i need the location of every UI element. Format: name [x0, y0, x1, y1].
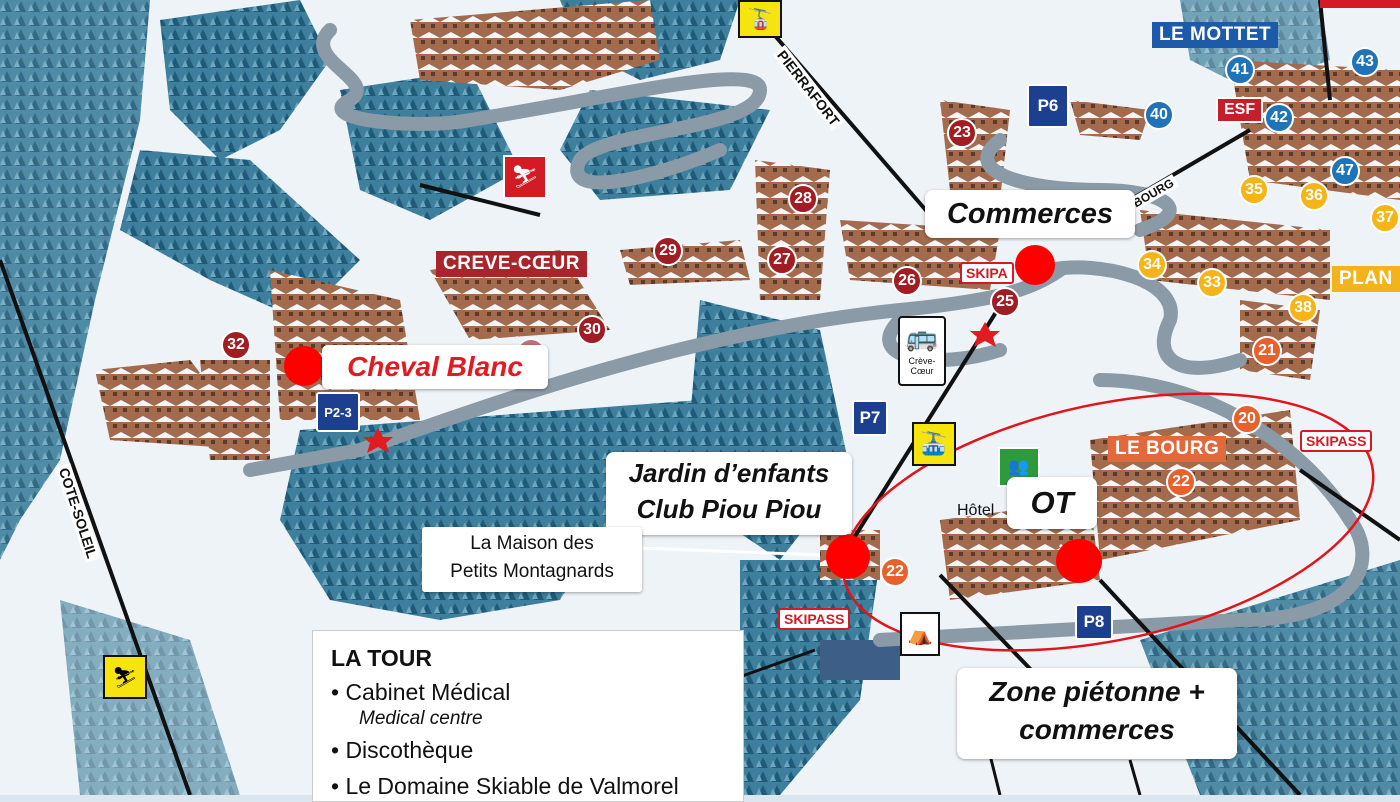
bus-stop[interactable]: 🚌 Crève-Cœur — [898, 316, 946, 386]
legend-item-domaine: • Le Domaine Skiable de Valmorel — [331, 773, 679, 799]
la-tour-legend: LA TOUR • Cabinet Médical Medical centre… — [312, 630, 744, 802]
residence-marker[interactable]: 40 — [1144, 100, 1174, 130]
legend-item-disco: • Discothèque — [331, 737, 474, 763]
sector-creve-coeur[interactable]: CREVE-CŒUR — [436, 251, 587, 277]
skipass-sign-right[interactable]: SKIPASS — [1300, 430, 1373, 452]
callout-jardin[interactable]: Jardin d’enfants Club Piou Piou — [606, 452, 852, 535]
sector-le-bourg[interactable]: LE BOURG — [1108, 436, 1227, 462]
chairlift-icon[interactable]: 🚡 — [738, 0, 782, 38]
location-dot-ot[interactable] — [1056, 539, 1102, 583]
skilift-icon[interactable]: ⛷ — [103, 655, 147, 699]
residence-marker[interactable]: 42 — [1264, 103, 1294, 133]
sector-le-mottet[interactable]: LE MOTTET — [1152, 22, 1279, 48]
residence-marker[interactable]: 29 — [653, 236, 683, 266]
residence-marker[interactable]: 32 — [221, 330, 251, 360]
parking-p6[interactable]: P6 — [1027, 84, 1069, 128]
residence-marker[interactable]: 26 — [892, 266, 922, 296]
callout-text-line1: Jardin d’enfants — [628, 458, 830, 488]
skipass-sign-bottom[interactable]: SKIPASS — [778, 608, 851, 630]
location-dot-cheval-blanc[interactable] — [284, 346, 324, 386]
skipass-sign-top[interactable]: SKIPA — [960, 262, 1014, 284]
location-dot-commerces[interactable] — [1015, 245, 1055, 285]
residence-marker[interactable]: 23 — [947, 118, 977, 148]
bus-stop-label: Crève-Cœur — [908, 356, 936, 376]
legend-item-medical: • Cabinet Médical — [331, 679, 511, 705]
residence-marker[interactable]: 35 — [1239, 175, 1269, 205]
hotel-label: Hôtel — [957, 502, 995, 519]
residence-marker[interactable]: 43 — [1350, 47, 1380, 77]
residence-marker[interactable]: 38 — [1288, 293, 1318, 323]
callout-text-line1: Zone piétonne + — [989, 676, 1205, 707]
skier-sign-icon[interactable]: ⛷ — [503, 155, 547, 199]
gondola-icon[interactable]: 🚠 — [912, 422, 956, 466]
callout-commerces[interactable]: Commerces — [925, 190, 1135, 238]
residence-marker[interactable]: 22 — [1166, 467, 1196, 497]
legend-title: LA TOUR — [331, 645, 432, 671]
residence-marker[interactable]: 41 — [1225, 55, 1255, 85]
esf-badge[interactable]: ESF — [1216, 97, 1264, 123]
residence-marker[interactable]: 22 — [880, 557, 910, 587]
parking-label: P7 — [859, 408, 881, 427]
residence-marker[interactable]: 34 — [1137, 250, 1167, 280]
callout-ot[interactable]: OT — [1007, 477, 1097, 529]
callout-maison[interactable]: La Maison des Petits Montagnards — [422, 527, 642, 592]
parking-p8[interactable]: P8 — [1075, 604, 1113, 640]
location-dot-jardin[interactable] — [826, 535, 870, 579]
callout-text-line2: commerces — [1019, 714, 1175, 745]
parking-p7[interactable]: P7 — [852, 400, 888, 436]
parking-p2-3[interactable]: P2-3 — [316, 392, 360, 432]
callout-text-line2: Petits Montagnards — [450, 561, 614, 582]
callout-cheval-blanc[interactable]: Cheval Blanc — [322, 345, 548, 389]
sector-plan[interactable]: PLAN — [1332, 266, 1400, 292]
tunnel-icon[interactable]: ⛺ — [900, 612, 940, 656]
callout-text: Commerces — [946, 198, 1114, 230]
bus-icon: 🚌 — [905, 322, 939, 352]
residence-marker[interactable]: 28 — [788, 184, 818, 214]
kids-club-icon[interactable]: 👥 — [998, 447, 1040, 487]
parking-label: P6 — [1037, 96, 1059, 115]
residence-marker[interactable]: 30 — [577, 315, 607, 345]
parking-label: P8 — [1083, 612, 1105, 631]
residence-marker[interactable]: 27 — [767, 245, 797, 275]
callout-text-line2: Club Piou Piou — [636, 494, 822, 524]
residence-marker[interactable]: 36 — [1299, 181, 1329, 211]
residence-marker[interactable]: 33 — [1197, 268, 1227, 298]
residence-marker[interactable]: 21 — [1252, 336, 1282, 366]
residence-marker[interactable]: 37 — [1370, 203, 1400, 233]
callout-text: OT — [1030, 485, 1074, 520]
legend-item-medical-sub: Medical centre — [359, 708, 483, 729]
offscreen-tag — [1320, 0, 1400, 8]
residence-marker[interactable]: 20 — [1232, 404, 1262, 434]
residence-marker[interactable]: 47 — [1330, 156, 1360, 186]
callout-text-line1: La Maison des — [470, 533, 594, 554]
parking-label: P2-3 — [324, 404, 352, 420]
callout-text: Cheval Blanc — [347, 351, 523, 382]
callout-zone-pietonne[interactable]: Zone piétonne + commerces — [957, 668, 1237, 759]
residence-marker[interactable]: 25 — [990, 287, 1020, 317]
